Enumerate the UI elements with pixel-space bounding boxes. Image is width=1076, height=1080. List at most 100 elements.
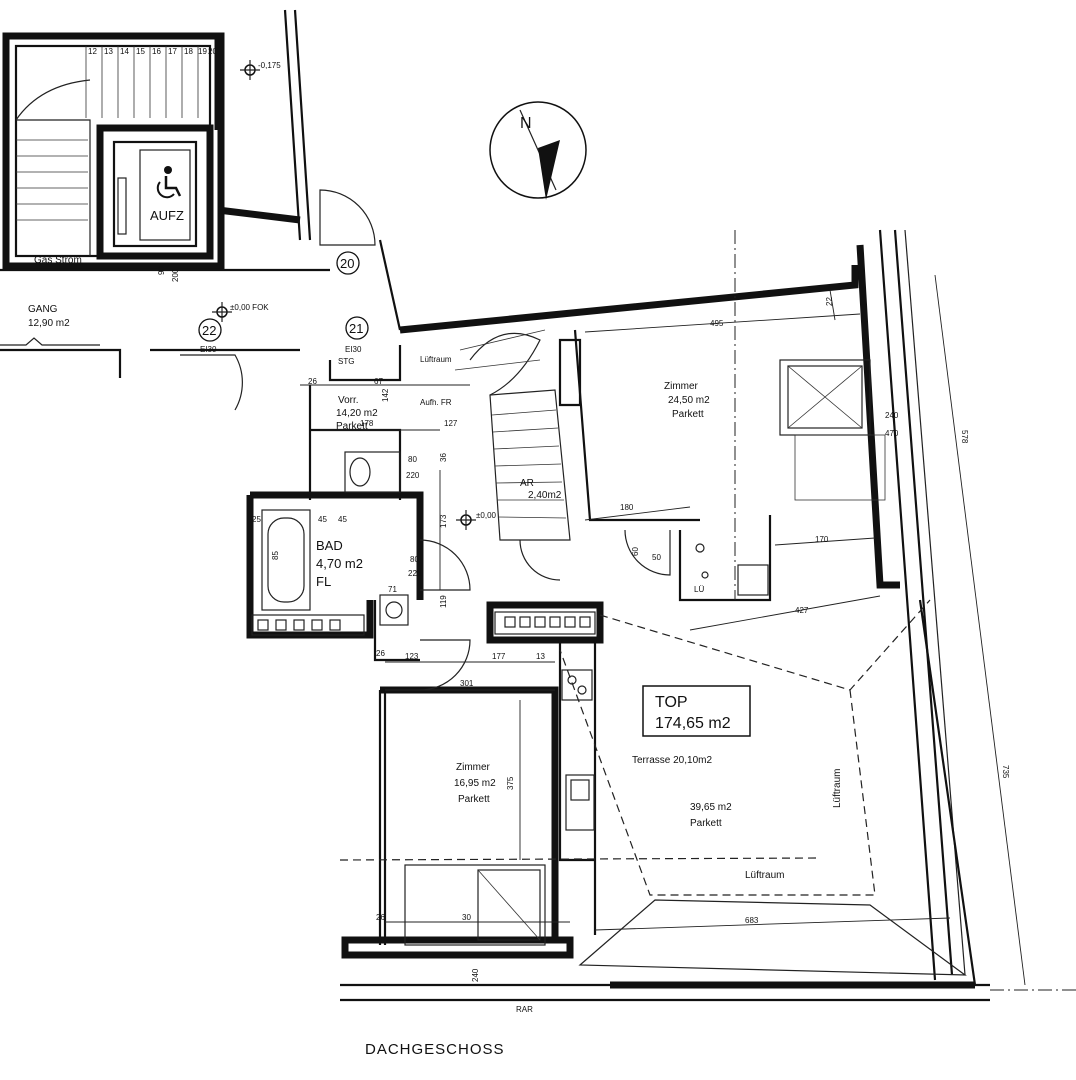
zimmer-sw-floor: Parkett xyxy=(458,794,490,805)
door-number-21: 21 xyxy=(345,316,369,340)
dimension-text: 220 xyxy=(408,569,422,578)
zimmer-ne-floor: Parkett xyxy=(672,409,704,420)
floor-title: DACHGESCHOSS xyxy=(365,1041,505,1058)
dimension-text: 301 xyxy=(460,679,474,688)
apartment-walls xyxy=(340,229,990,1002)
svg-text:-0,175: -0,175 xyxy=(258,61,281,70)
dimension-text: 80 xyxy=(410,555,419,564)
wc-label: LÜ xyxy=(694,585,704,594)
staircase: 12 13 14 15 16 17 18 19 20 xyxy=(2,32,225,270)
lueftraum-label: Lüftraum xyxy=(745,870,784,881)
dimension-text: 427 xyxy=(795,606,809,615)
bad-floor: FL xyxy=(316,574,331,589)
svg-text:20: 20 xyxy=(340,256,354,271)
ar-area: 2,40m2 xyxy=(528,490,562,501)
top-area-box: TOP 174,65 m2 xyxy=(642,685,751,737)
level-marker: ±0,00 xyxy=(456,510,497,530)
svg-text:±0,00: ±0,00 xyxy=(476,511,497,520)
dimension-text: 25 xyxy=(252,515,261,524)
top-area: 174,65 m2 xyxy=(655,715,731,732)
dimension-text: 36 xyxy=(439,453,448,462)
skylight xyxy=(779,359,886,501)
ar-name: AR xyxy=(520,478,534,489)
bathtub xyxy=(261,509,311,611)
dimension-text: 50 xyxy=(652,553,661,562)
dimension-text: 495 xyxy=(710,319,724,328)
dimension-text: 127 xyxy=(444,419,458,428)
dimension-text: 375 xyxy=(506,776,515,790)
dimension-text: 123 xyxy=(405,652,419,661)
dimension-text: 180 xyxy=(620,503,634,512)
gang-corridor: GANG 12,90 m2 ±0,00 FOK xyxy=(0,268,330,378)
vorraum-name: Vorr. xyxy=(338,395,359,406)
svg-text:21: 21 xyxy=(349,321,363,336)
dimension-text: 683 xyxy=(745,916,759,925)
dimension-text: 45 xyxy=(318,515,327,524)
rar-label: RAR xyxy=(516,1005,533,1014)
sink xyxy=(379,594,409,626)
dimension-text: 45 xyxy=(338,515,347,524)
elevator-label: AUFZ xyxy=(150,208,184,223)
stair-number: 20 xyxy=(208,47,217,56)
door-number-20: 20 xyxy=(336,251,360,275)
interior-stair xyxy=(454,329,571,581)
top-label: TOP xyxy=(655,694,688,711)
stair-number: 15 xyxy=(136,47,145,56)
north-arrow: N xyxy=(489,101,587,200)
dimension-text: 119 xyxy=(439,595,448,608)
skylight xyxy=(404,864,546,946)
dimension-text: 142 xyxy=(381,388,390,402)
dimension-text: 178 xyxy=(360,419,374,428)
wohnen-area: 39,65 m2 xyxy=(690,802,732,813)
dimension-text: 80 xyxy=(408,455,417,464)
dimension-text: 578 xyxy=(960,430,969,444)
lueftraum-label: Lüftraum xyxy=(832,769,843,808)
stair-number: 17 xyxy=(168,47,177,56)
terrasse-label: Terrasse 20,10m2 xyxy=(632,755,712,766)
vorraum-area: 14,20 m2 xyxy=(336,408,378,419)
dimension-text: 67 xyxy=(374,377,383,386)
north-label: N xyxy=(520,115,532,132)
stg-label: STG xyxy=(338,357,354,366)
radiator-row xyxy=(494,611,596,635)
dimension-text: 200 xyxy=(171,268,180,282)
level-marker: -0,175 xyxy=(240,60,281,80)
dimension-text: 177 xyxy=(492,652,506,661)
dimension-text: 240 xyxy=(885,411,899,420)
gang-area: 12,90 m2 xyxy=(28,318,70,329)
radiator-row xyxy=(251,614,365,636)
dimension-text: 71 xyxy=(388,585,397,594)
stair-number: 19 xyxy=(198,47,207,56)
dimension-text: 26 xyxy=(308,377,317,386)
dimension-text: 26 xyxy=(376,649,385,658)
stair-number: 14 xyxy=(120,47,129,56)
vorraum-floor: Parkett xyxy=(336,421,368,432)
dimension-text: 173 xyxy=(439,514,448,528)
zimmer-ne-name: Zimmer xyxy=(664,381,699,392)
level-marker: ±0,00 FOK xyxy=(212,302,269,322)
dimension-text: 85 xyxy=(271,551,280,560)
door-rating: EI30 xyxy=(345,345,362,354)
door-number-22: 22 xyxy=(198,318,222,342)
dimension-text: 470 xyxy=(885,429,899,438)
stair-number: 18 xyxy=(184,47,193,56)
lueftraum-label: Lüftraum xyxy=(420,355,452,364)
stair-number: 12 xyxy=(88,47,97,56)
dimension-text: 240 xyxy=(471,968,480,982)
dimension-text: 90 xyxy=(157,266,166,275)
bad-area: 4,70 m2 xyxy=(316,556,363,571)
dimension-text: 220 xyxy=(406,471,420,480)
kitchen-counter xyxy=(561,669,595,831)
stair-number: 13 xyxy=(104,47,113,56)
door-rating: EI30 xyxy=(200,345,217,354)
dimension-text: 170 xyxy=(815,535,829,544)
gang-name: GANG xyxy=(28,304,58,315)
svg-text:±0,00 FOK: ±0,00 FOK xyxy=(230,303,269,312)
dimension-text: 26 xyxy=(376,913,385,922)
zimmer-ne-area: 24,50 m2 xyxy=(668,395,710,406)
aufh-label: Aufh. FR xyxy=(420,398,452,407)
dimension-text: 22 xyxy=(825,297,834,306)
toilet xyxy=(344,451,401,493)
stair-number: 16 xyxy=(152,47,161,56)
